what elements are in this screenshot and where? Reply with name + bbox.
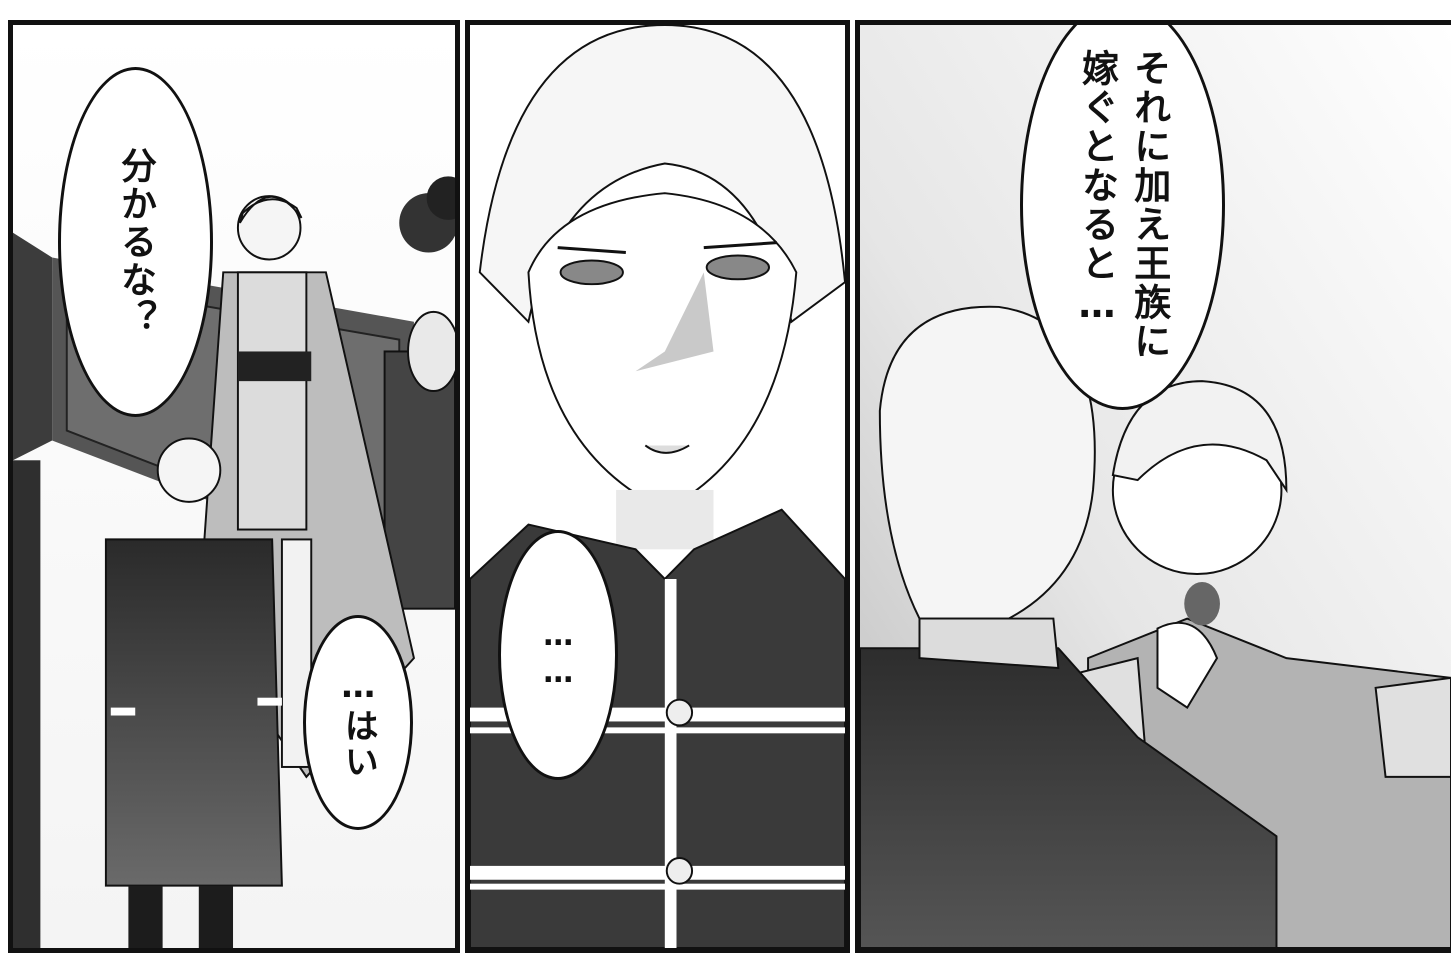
speech-text-line-2: 嫁ぐとなると… xyxy=(1075,49,1119,328)
panel-3-artwork xyxy=(860,25,1451,948)
manga-panel-1: 分かるな？ …はい xyxy=(8,20,460,953)
speech-bubble-p1-a: 分かるな？ xyxy=(58,67,213,417)
manga-panel-2: …… xyxy=(465,20,850,953)
speech-bubble-p2-a: …… xyxy=(498,530,618,780)
speech-text: …… xyxy=(540,618,576,692)
speech-bubble-p3-a: それに加え王族に 嫁ぐとなると… xyxy=(1020,25,1225,410)
speech-text: …はい xyxy=(338,665,379,780)
panel-2-artwork xyxy=(470,25,845,948)
speech-text-line-1: それに加え王族に xyxy=(1127,49,1171,361)
speech-bubble-p1-b: …はい xyxy=(303,615,413,830)
manga-panel-3: それに加え王族に 嫁ぐとなると… xyxy=(855,20,1451,953)
speech-text: 分かるな？ xyxy=(115,147,156,337)
